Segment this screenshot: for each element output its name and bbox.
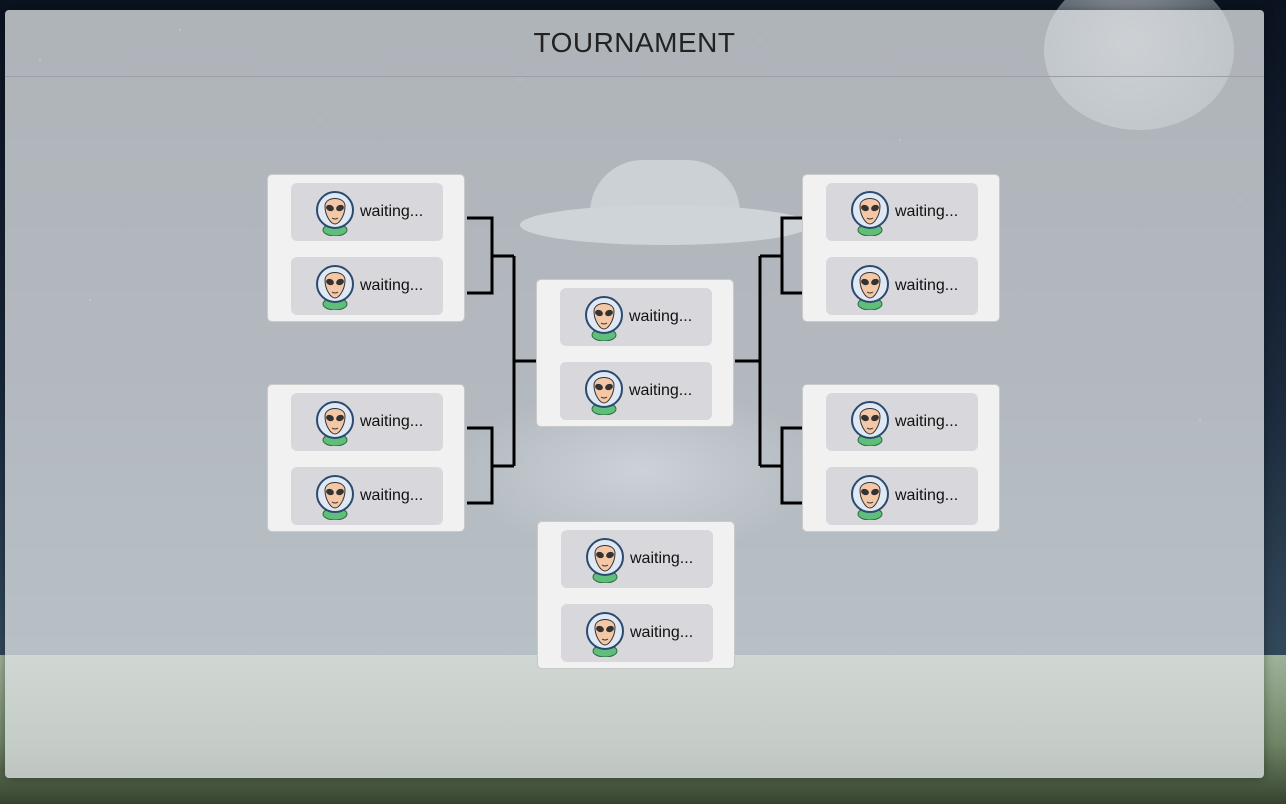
match-right-top: waiting... waiting...: [802, 174, 1000, 322]
alien-avatar-icon: [315, 472, 355, 521]
alien-avatar-icon: [584, 293, 624, 342]
player-slot: waiting...: [291, 257, 443, 315]
alien-avatar-icon: [585, 535, 625, 584]
player-slot: waiting...: [560, 362, 712, 420]
player-slot: waiting...: [561, 530, 713, 588]
match-left-top: waiting... waiting...: [267, 174, 465, 322]
player-slot: waiting...: [560, 288, 712, 346]
player-slot: waiting...: [291, 393, 443, 451]
page-title: TOURNAMENT: [533, 27, 736, 58]
player-name: waiting...: [895, 277, 959, 294]
player-name: waiting...: [360, 487, 424, 504]
player-name: waiting...: [895, 413, 959, 430]
alien-avatar-icon: [315, 398, 355, 447]
player-name: waiting...: [629, 308, 693, 325]
alien-avatar-icon: [850, 398, 890, 447]
player-name: waiting...: [630, 550, 694, 567]
player-name: waiting...: [895, 203, 959, 220]
alien-avatar-icon: [315, 262, 355, 311]
player-slot: waiting...: [826, 467, 978, 525]
player-name: waiting...: [360, 203, 424, 220]
player-name: waiting...: [629, 382, 693, 399]
player-slot: waiting...: [291, 467, 443, 525]
panel-header: TOURNAMENT: [5, 10, 1264, 77]
alien-avatar-icon: [850, 262, 890, 311]
alien-avatar-icon: [585, 609, 625, 658]
player-slot: waiting...: [561, 604, 713, 662]
player-slot: waiting...: [826, 393, 978, 451]
alien-avatar-icon: [850, 188, 890, 237]
player-slot: waiting...: [826, 257, 978, 315]
alien-avatar-icon: [850, 472, 890, 521]
match-third-place: waiting... waiting...: [537, 521, 735, 669]
player-name: waiting...: [360, 277, 424, 294]
player-name: waiting...: [895, 487, 959, 504]
match-right-bottom: waiting... waiting...: [802, 384, 1000, 532]
match-final: waiting... waiting...: [536, 279, 734, 427]
player-slot: waiting...: [826, 183, 978, 241]
alien-avatar-icon: [584, 367, 624, 416]
player-slot: waiting...: [291, 183, 443, 241]
alien-avatar-icon: [315, 188, 355, 237]
player-name: waiting...: [630, 624, 694, 641]
match-left-bottom: waiting... waiting...: [267, 384, 465, 532]
player-name: waiting...: [360, 413, 424, 430]
